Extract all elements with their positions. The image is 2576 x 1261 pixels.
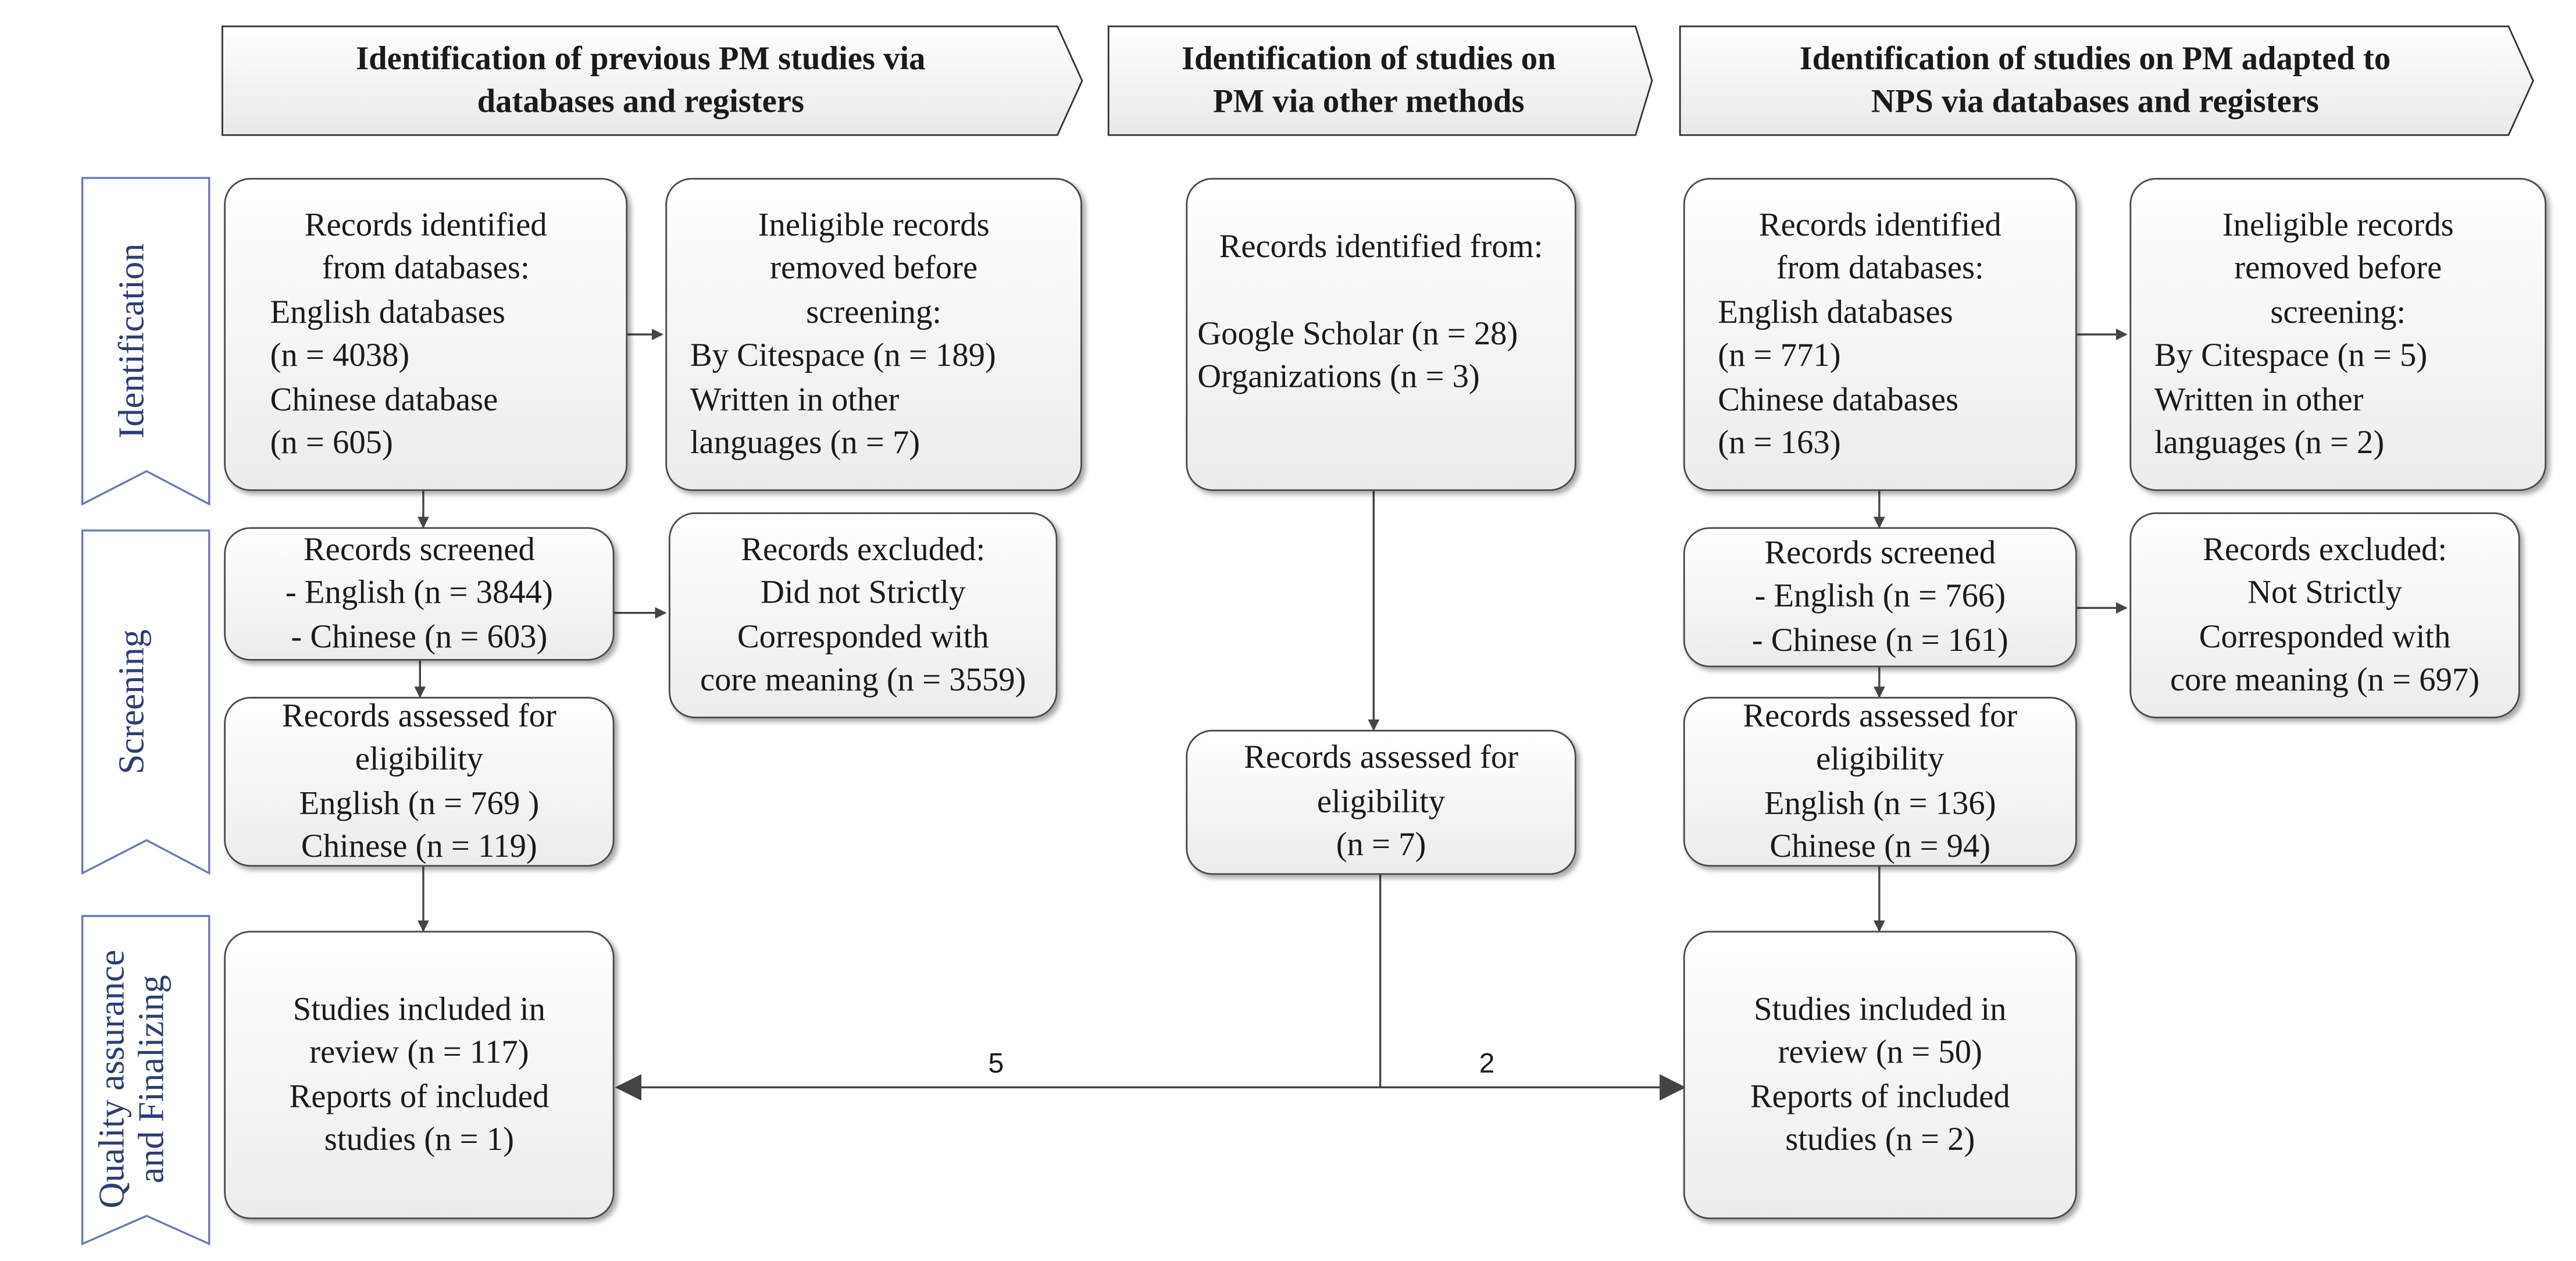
right-records-excluded-box: Records excluded: Not Strictly Correspon… — [2129, 512, 2520, 718]
right-records-screened-box: Records screened - English (n = 766) - C… — [1683, 527, 2077, 668]
stage-label-quality: Quality assurance and Finalizing — [90, 949, 172, 1209]
right-records-identified-box: Records identified from databases: Engli… — [1683, 177, 2077, 491]
stage-chevron-screening — [81, 529, 210, 875]
right-records-assessed-box: Records assessed for eligibility English… — [1683, 697, 2077, 867]
stage-chevron-quality — [81, 915, 210, 1246]
left-records-identified-box: Records identified from databases: Engli… — [224, 177, 628, 491]
flow-count-to-left: 5 — [988, 1048, 1004, 1080]
left-records-assessed-box: Records assessed for eligibility English… — [224, 697, 615, 867]
right-studies-included-box: Studies included in review (n = 50) Repo… — [1683, 931, 2077, 1220]
header-shape-right — [1679, 25, 2534, 136]
flow-count-to-right: 2 — [1479, 1048, 1495, 1080]
header-left: Identification of previous PM studies vi… — [356, 41, 926, 120]
header-right: Identification of studies on PM adapted … — [1799, 41, 2391, 120]
right-ineligible-records-box: Ineligible records removed before screen… — [2129, 177, 2547, 491]
header-shape-middle — [1107, 25, 1653, 136]
header-shape-left — [221, 25, 1083, 136]
left-records-excluded-box: Records excluded: Did not Strictly Corre… — [668, 512, 1058, 718]
stage-label-identification: Identification — [110, 243, 152, 439]
left-studies-included-box: Studies included in review (n = 117) Rep… — [224, 931, 615, 1220]
stage-label-screening: Screening — [110, 629, 152, 775]
left-ineligible-records-box: Ineligible records removed before screen… — [665, 177, 1082, 491]
middle-records-assessed-box: Records assessed for eligibility (n = 7) — [1186, 729, 1576, 875]
stage-chevron-identification — [81, 177, 210, 506]
left-records-screened-box: Records screened - English (n = 3844) - … — [224, 527, 615, 661]
middle-records-identified-box: Records identified from: Google Scholar … — [1186, 177, 1576, 491]
